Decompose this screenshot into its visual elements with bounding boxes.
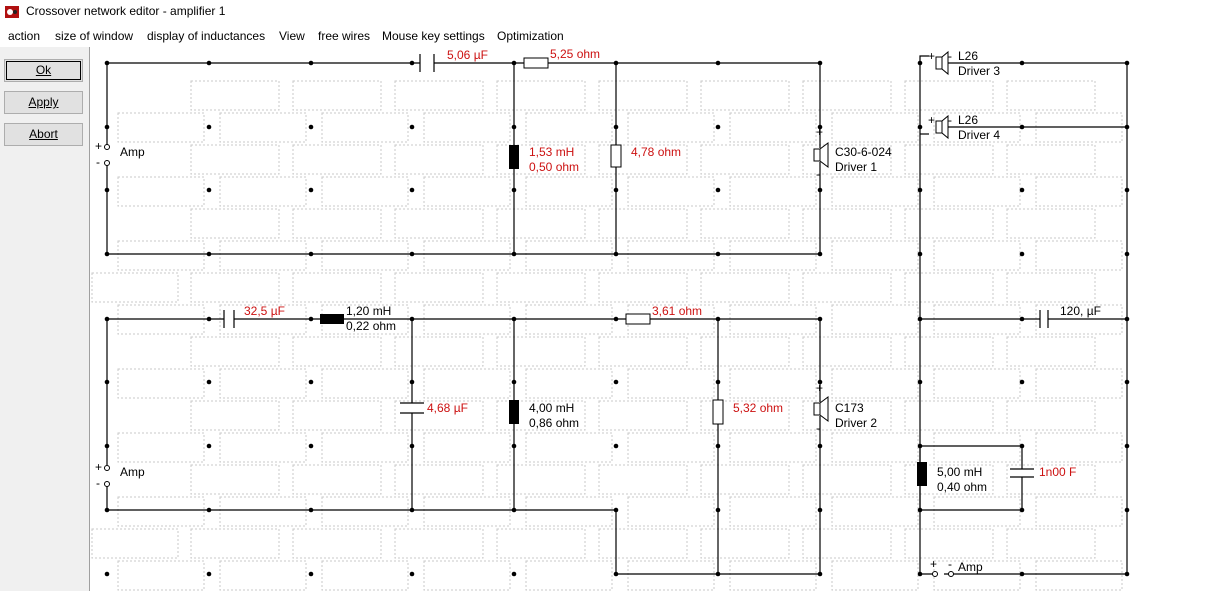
svg-text:-: - [96,476,100,490]
amp1-label: Amp [120,145,145,159]
placeholder-grid [91,80,1123,591]
l4-resistance: 0,40 ohm [937,480,987,494]
menu-view[interactable]: View [279,29,305,43]
c2-value: 32,5 µF [244,304,285,318]
svg-text:-: - [948,49,952,63]
resistor-r4-symbol [712,399,724,425]
driver4-model: L26 [958,113,978,127]
l2-inductance: 1,20 mH [346,304,391,318]
speaker-driver1-icon: + - [813,125,829,181]
amp2-terminal-icon: + - [95,460,110,490]
ok-button[interactable]: Ok [4,59,83,82]
l3-resistance: 0,86 ohm [529,416,579,430]
inductor-l1-symbol [509,145,519,169]
svg-text:+: + [95,139,102,153]
svg-text:-: - [948,113,952,127]
svg-text:+: + [930,557,937,571]
button-panel: Ok Apply Abort [0,47,90,591]
svg-text:+: + [816,381,823,395]
c1-value: 5,06 µF [447,48,488,62]
grid-nodes [104,60,1130,577]
svg-text:+: + [928,113,935,127]
l2-resistance: 0,22 ohm [346,319,396,333]
circuit-canvas[interactable]: + - + - + - + - + - [90,47,1232,594]
c3-value: 4,68 µF [427,401,468,415]
svg-text:-: - [816,167,820,181]
resistor-r2-symbol [610,144,622,168]
capacitor-c5-symbol [1010,468,1034,478]
menu-action[interactable]: action [8,29,41,43]
menu-optimization[interactable]: Optimization [497,29,564,43]
inductor-l2-symbol [320,314,344,324]
l1-inductance: 1,53 mH [529,145,574,159]
svg-text:+: + [928,49,935,63]
r3-value: 3,61 ohm [652,304,702,318]
amp2-label: Amp [120,465,145,479]
speaker-driver4-icon: + - [928,113,952,140]
amp1-terminal-icon: + - [95,139,110,169]
l3-inductance: 4,00 mH [529,401,574,415]
capacitor-c4-symbol [1039,310,1049,328]
svg-text:-: - [96,155,100,169]
inductor-l4-symbol [917,462,927,486]
c5-value: 1n00 F [1039,465,1076,479]
speaker-driver2-icon: + - [813,381,829,435]
r1-value: 5,25 ohm [550,47,600,61]
r4-value: 5,32 ohm [733,401,783,415]
svg-text:-: - [948,557,952,571]
svg-text:+: + [95,460,102,474]
driver1-model: C30-6-024 [835,145,892,159]
svg-text:+: + [816,125,823,139]
driver2-model: C173 [835,401,864,415]
resistor-r1-symbol [523,57,549,69]
driver3-model: L26 [958,49,978,63]
app-icon [5,6,19,18]
driver2-name: Driver 2 [835,416,877,430]
menu-free-wires[interactable]: free wires [318,29,371,43]
menu-size-of-window[interactable]: size of window [55,29,134,43]
capacitor-c2-symbol [223,310,235,328]
driver1-name: Driver 1 [835,160,877,174]
inductor-l3-symbol [509,400,519,424]
capacitor-c1-symbol [419,54,435,72]
window-title: Crossover network editor - amplifier 1 [26,4,226,18]
apply-button[interactable]: Apply [4,91,83,114]
resistor-r3-symbol [625,313,651,325]
l4-inductance: 5,00 mH [937,465,982,479]
menu-mouse-key-settings[interactable]: Mouse key settings [382,29,485,43]
amp3-label: Amp [958,560,983,574]
menu-bar: action size of window display of inducta… [0,26,1232,46]
c4-value: 120, µF [1060,304,1101,318]
circuit-components: + - + - + - + - + - [95,49,1049,577]
abort-button[interactable]: Abort [4,123,83,146]
title-bar: Crossover network editor - amplifier 1 [0,0,1232,24]
capacitor-c3-symbol [400,402,424,414]
amp3-terminal-icon: + - [930,557,954,577]
speaker-driver3-icon: + - [928,49,952,76]
r2-value: 4,78 ohm [631,145,681,159]
l1-resistance: 0,50 ohm [529,160,579,174]
menu-display-of-inductances[interactable]: display of inductances [147,29,266,43]
driver3-name: Driver 3 [958,64,1000,78]
component-labels: 5,06 µF 5,25 ohm 1,53 mH 0,50 ohm 4,78 o… [120,47,1101,574]
svg-text:-: - [816,421,820,435]
driver4-name: Driver 4 [958,128,1000,142]
